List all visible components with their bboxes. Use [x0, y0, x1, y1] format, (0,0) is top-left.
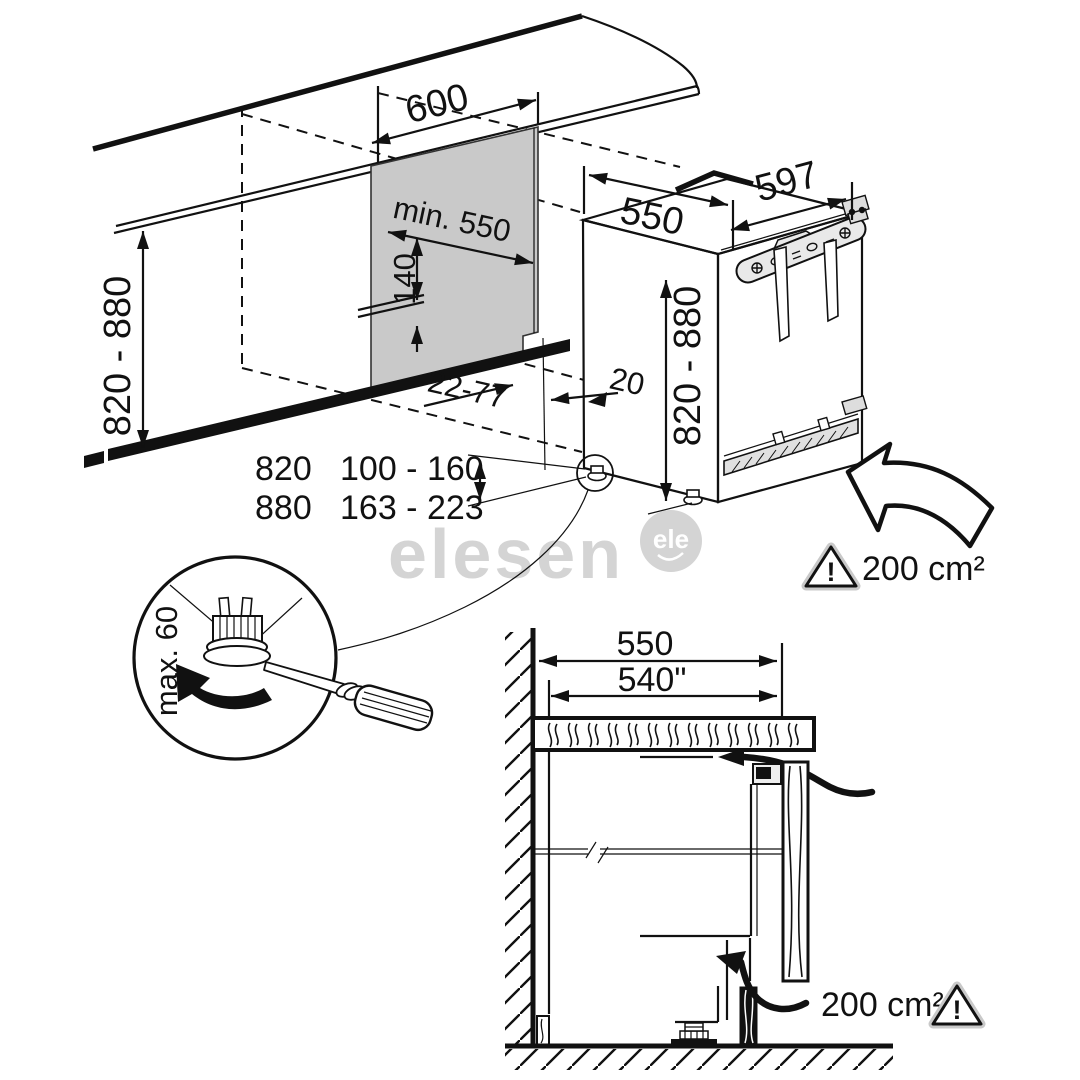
foot-row1-niche: 820 [255, 450, 312, 488]
dim-niche-height: 820 - 880 [97, 231, 149, 448]
vent-area-label-section: 200 cm² [821, 986, 944, 1024]
dim-counter-depth: 550 [539, 625, 784, 716]
section-worktop [531, 716, 816, 752]
appliance-width-label: 597 [751, 154, 823, 211]
niche-height-label: 820 - 880 [97, 276, 139, 437]
dim-appliance-depth: 550 [582, 166, 735, 250]
airflow-top-arrowhead [718, 748, 744, 766]
furniture-door [781, 760, 810, 983]
outlet-height-label: 140 [387, 253, 422, 305]
airflow-bottom [716, 951, 810, 1013]
watermark-logo-text: ele [653, 524, 689, 554]
rotation-arrow-icon [176, 664, 272, 710]
section-break-lines [534, 841, 783, 864]
counter-depth-label: 550 [617, 625, 674, 663]
foot-row1-range: 100 - 160 [340, 450, 484, 488]
watermark-text: elesen [388, 515, 624, 593]
section-foot [671, 1022, 717, 1046]
fridge-front [749, 763, 782, 936]
watermark-smile-icon [657, 552, 684, 561]
dim-fitting-depth: 540" [547, 661, 777, 718]
wall-hatch [505, 632, 531, 1046]
isometric-view: 600 min. 550 140 22-77 820 - 880 20 [84, 13, 995, 651]
dim-rear-gap: 20 [550, 361, 648, 407]
foot-adjustment-table: 820 100 - 160 880 163 - 223 [255, 450, 587, 527]
plinth-board [739, 986, 758, 1047]
section-view: 550 540" [505, 625, 986, 1070]
floor-hatch [505, 1049, 893, 1070]
screwdriver-icon [263, 661, 434, 732]
niche-width-label: 600 [401, 76, 473, 132]
appliance-foot-front [587, 465, 607, 482]
airflow-bottom-arrowhead [716, 951, 746, 974]
warning-triangle-icon [804, 545, 858, 588]
max-turn-label: max. 60 [149, 606, 184, 716]
wall-plinth-sliver [536, 1015, 550, 1047]
warning-exclamation-2: ! [953, 995, 962, 1025]
fitting-depth-label: 540" [618, 661, 687, 699]
warning-triangle-icon-2 [931, 984, 983, 1026]
plinth-recess-label: 22-77 [425, 364, 510, 416]
appliance-foot-rear [683, 489, 703, 506]
appliance-height-label: 820 - 880 [667, 286, 709, 447]
vent-area-label-iso: 200 cm² [862, 550, 985, 588]
watermark-logo-circle [640, 510, 702, 572]
foot-row2-range: 163 - 223 [340, 489, 484, 527]
warning-exclamation: ! [827, 557, 836, 587]
plinth-bar [84, 339, 570, 468]
airflow-arrow-icon [845, 441, 995, 549]
dim-appliance-height: 820 - 880 [647, 280, 709, 515]
detail-circle: max. 60 [132, 555, 434, 761]
hinge-hardware-top [841, 194, 870, 225]
adjustable-foot [203, 596, 271, 667]
vent-warning-section: 200 cm² ! [821, 981, 986, 1029]
mounting-bracket [735, 216, 867, 343]
vent-warning-iso: ! 200 cm² [801, 542, 985, 591]
rear-gap-label: 20 [606, 361, 647, 403]
appliance-plinth-rail [723, 395, 868, 477]
appliance [576, 177, 870, 506]
machine-compartment [640, 934, 752, 1024]
appliance-depth-label: 550 [617, 190, 688, 244]
foot-callout-circle [576, 454, 614, 492]
watermark: elesen ele [388, 510, 702, 593]
airflow-top [640, 748, 876, 798]
dim-appliance-width: 597 [730, 154, 854, 232]
foot-row2-niche: 880 [255, 489, 312, 527]
dim-plinth-recess: 22-77 [423, 364, 514, 416]
detail-leader-curve [337, 489, 589, 651]
dim-outlet-height: 140 [387, 238, 423, 352]
